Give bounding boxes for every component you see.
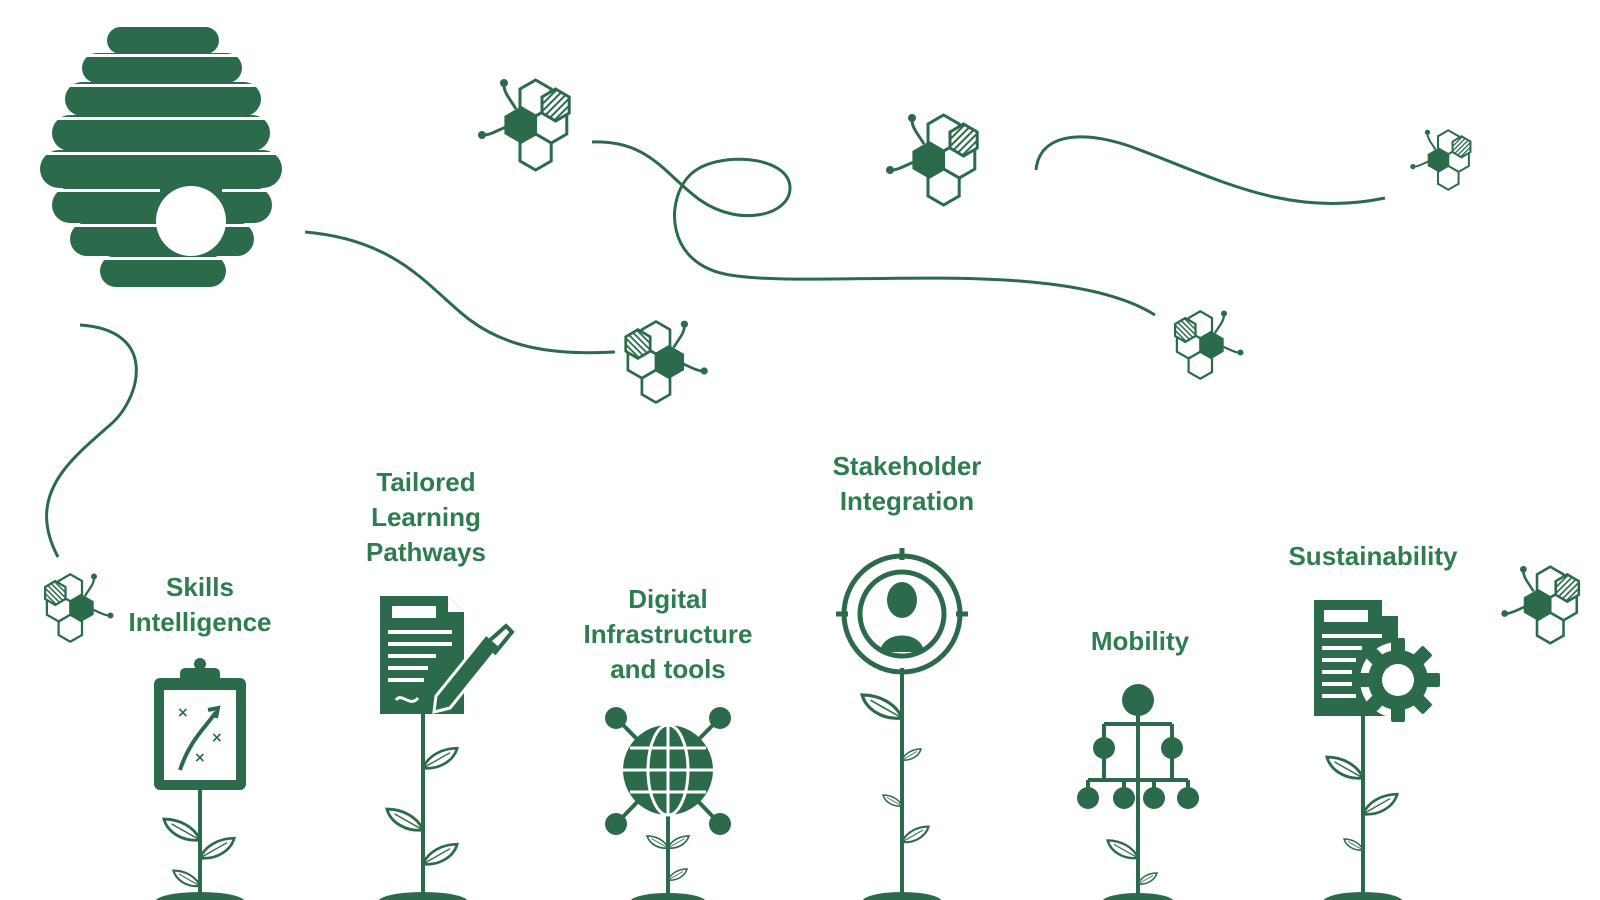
svg-text:×: × bbox=[211, 730, 223, 746]
clipboard-strategy-icon: × × × bbox=[154, 658, 246, 790]
stage-label-stakeholder-integration: Stakeholder Integration bbox=[832, 451, 982, 516]
bee-icon bbox=[476, 77, 571, 172]
stage-1-plant: × × × bbox=[154, 658, 246, 900]
stage-3-plant bbox=[605, 707, 731, 900]
stage-label-digital-infrastructure: Digital Infrastructure and tools bbox=[583, 584, 753, 684]
stage-label-mobility: Mobility bbox=[1090, 626, 1190, 656]
stage-2-plant bbox=[378, 596, 515, 900]
document-gear-icon bbox=[1314, 600, 1440, 722]
stage-label-tailored-learning-pathways: Tailored Learning Pathways bbox=[366, 467, 486, 567]
beehive-icon bbox=[40, 27, 282, 287]
stage-4-plant bbox=[836, 548, 968, 900]
bee-icon bbox=[624, 319, 710, 404]
globe-network-icon bbox=[605, 707, 731, 835]
hierarchy-tree-icon bbox=[1077, 684, 1199, 809]
bee-icon bbox=[1173, 309, 1245, 380]
bee-icon bbox=[1409, 128, 1472, 191]
flight-path bbox=[1034, 135, 1386, 206]
flight-path bbox=[304, 230, 616, 355]
flight-paths bbox=[45, 135, 1386, 558]
stage-label-skills-intelligence: Skills Intelligence bbox=[128, 572, 272, 637]
stage-5-plant bbox=[1077, 684, 1199, 900]
stage-label-sustainability: Sustainability bbox=[1288, 541, 1458, 571]
bee-icon bbox=[884, 112, 979, 207]
stage-6-plant bbox=[1314, 600, 1440, 900]
svg-text:×: × bbox=[177, 705, 189, 721]
document-pen-icon bbox=[380, 596, 515, 714]
person-target-icon bbox=[836, 548, 968, 675]
flight-path bbox=[591, 140, 1156, 317]
svg-text:×: × bbox=[194, 750, 206, 766]
bee-icon bbox=[1500, 564, 1581, 645]
flight-path bbox=[45, 323, 138, 558]
